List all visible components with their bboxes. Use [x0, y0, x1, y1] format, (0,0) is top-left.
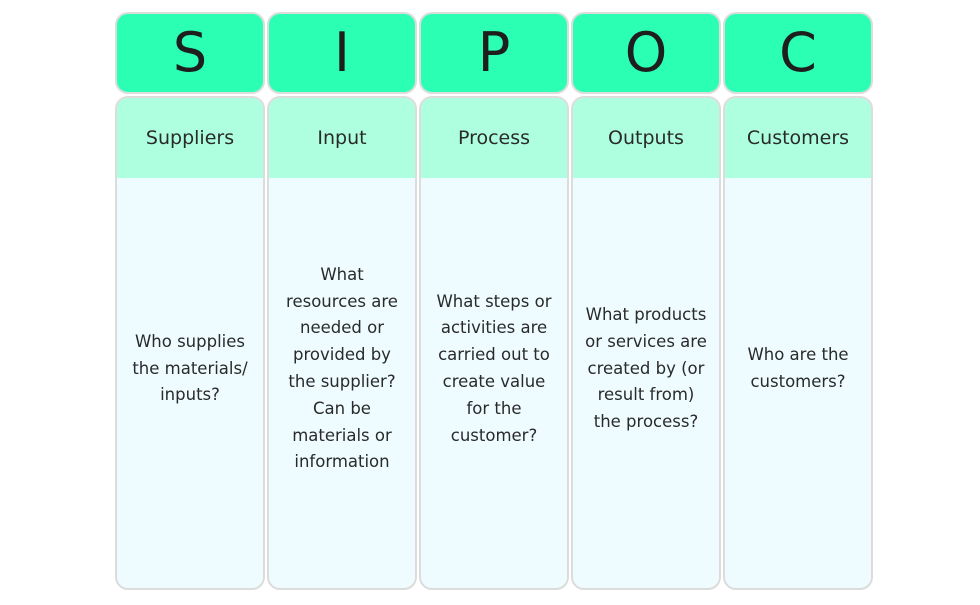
column-description: Who supplies the materials/ inputs? [132, 331, 248, 405]
column-label: Input [269, 98, 415, 178]
letter-box: C [723, 12, 873, 94]
column-description: Who are the customers? [747, 345, 849, 391]
column-label: Suppliers [117, 98, 263, 178]
column-description: What steps or activities are carried out… [436, 291, 552, 445]
column-customers: C Customers Who are the customers? [723, 12, 873, 590]
column-input: I Input What resources are needed or pro… [267, 12, 417, 590]
column-description: What products or services are created by… [585, 305, 707, 432]
column-process: P Process What steps or activities are c… [419, 12, 569, 590]
letter-box: O [571, 12, 721, 94]
column-label: Customers [725, 98, 871, 178]
column-label: Outputs [573, 98, 719, 178]
column-body: Outputs What products or services are cr… [571, 96, 721, 590]
column-body: Customers Who are the customers? [723, 96, 873, 590]
column-body: Input What resources are needed or provi… [267, 96, 417, 590]
letter-box: S [115, 12, 265, 94]
sipoc-diagram: S Suppliers Who supplies the materials/ … [115, 12, 875, 590]
letter-box: I [267, 12, 417, 94]
column-label: Process [421, 98, 567, 178]
column-body: Process What steps or activities are car… [419, 96, 569, 590]
column-outputs: O Outputs What products or services are … [571, 12, 721, 590]
column-description: What resources are needed or provided by… [286, 264, 398, 472]
column-suppliers: S Suppliers Who supplies the materials/ … [115, 12, 265, 590]
letter-box: P [419, 12, 569, 94]
column-body: Suppliers Who supplies the materials/ in… [115, 96, 265, 590]
